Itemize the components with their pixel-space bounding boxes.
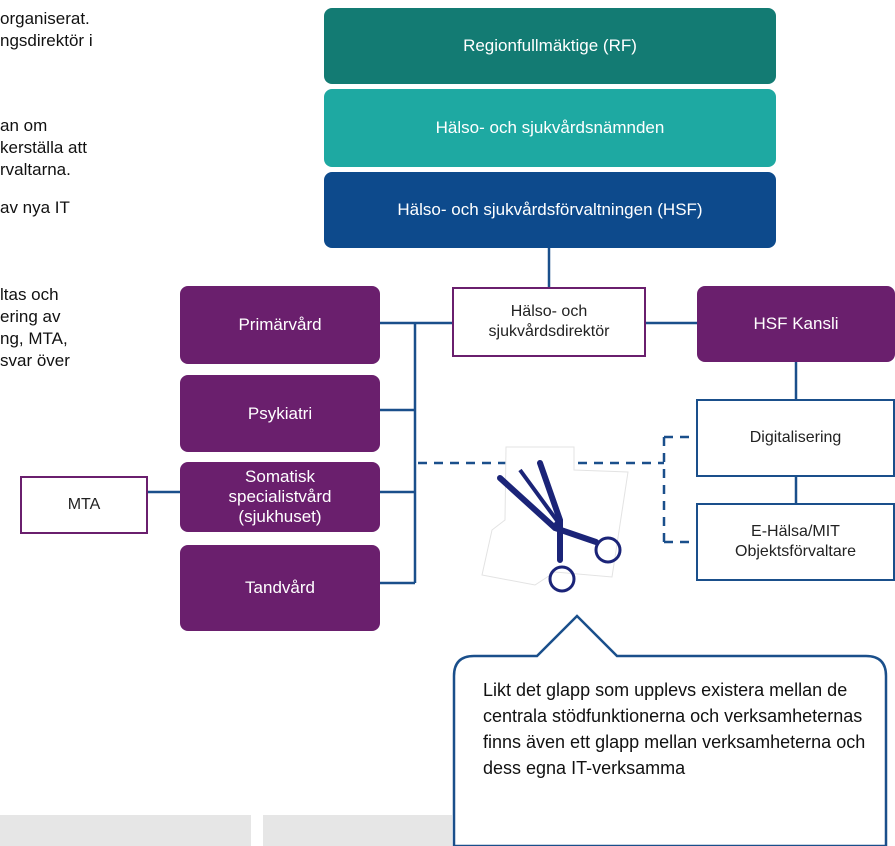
bottom-bar-left <box>0 815 251 846</box>
left-text-line: kerställa att <box>0 138 87 157</box>
ehealth-box: E-Hälsa/MIT Objektsförvaltare <box>696 503 895 581</box>
hsf-office-box: HSF Kansli <box>697 286 895 362</box>
left-text-line: ng, MTA, <box>0 329 68 348</box>
left-text-line: svar över <box>0 351 70 370</box>
director-box: Hälso- och sjukvårdsdirektör <box>452 287 646 357</box>
somatic-box: Somatisk specialistvård (sjukhuset) <box>180 462 380 532</box>
hsf-office-label: HSF Kansli <box>753 314 839 333</box>
left-text-line: ngsdirektör i <box>0 31 93 50</box>
director-label: Hälso- och sjukvårdsdirektör <box>488 303 610 340</box>
bottom-bar-right <box>263 815 452 846</box>
left-text-line: ering av <box>0 307 61 326</box>
scissors-icon <box>481 446 629 593</box>
rf-label: Regionfullmäktige (RF) <box>463 36 637 55</box>
dental-box: Tandvård <box>180 545 380 631</box>
hsn-label: Hälso- och sjukvårdsnämnden <box>435 118 665 137</box>
rf-box: Regionfullmäktige (RF) <box>324 8 776 84</box>
digitalisation-label: Digitalisering <box>749 429 842 446</box>
psychiatry-label: Psykiatri <box>247 403 313 423</box>
callout-text: Likt det glapp som upplevs existera mell… <box>483 680 866 778</box>
digitalisation-box: Digitalisering <box>696 399 895 477</box>
hsf-box: Hälso- och sjukvårdsförvaltningen (HSF) <box>324 172 776 248</box>
dental-label: Tandvård <box>245 578 315 597</box>
mta-box: MTA <box>20 476 148 534</box>
hsf-label: Hälso- och sjukvårdsförvaltningen (HSF) <box>397 200 703 219</box>
primary-care-label: Primärvård <box>238 315 322 334</box>
left-text-line: ltas och <box>0 285 59 304</box>
hsn-box: Hälso- och sjukvårdsnämnden <box>324 89 776 167</box>
ehealth-label: E-Hälsa/MIT Objektsförvaltare <box>735 523 856 560</box>
somatic-label: Somatisk specialistvård (sjukhuset) <box>228 467 332 526</box>
left-text-line: av nya IT <box>0 198 70 217</box>
speech-bubble <box>452 614 888 846</box>
mta-label: MTA <box>67 496 101 513</box>
left-text-line: organiserat. <box>0 9 90 28</box>
primary-care-box: Primärvård <box>180 286 380 364</box>
psychiatry-box: Psykiatri <box>180 375 380 452</box>
left-text-line: an om <box>0 116 48 135</box>
left-text-line: rvaltarna. <box>0 160 71 179</box>
